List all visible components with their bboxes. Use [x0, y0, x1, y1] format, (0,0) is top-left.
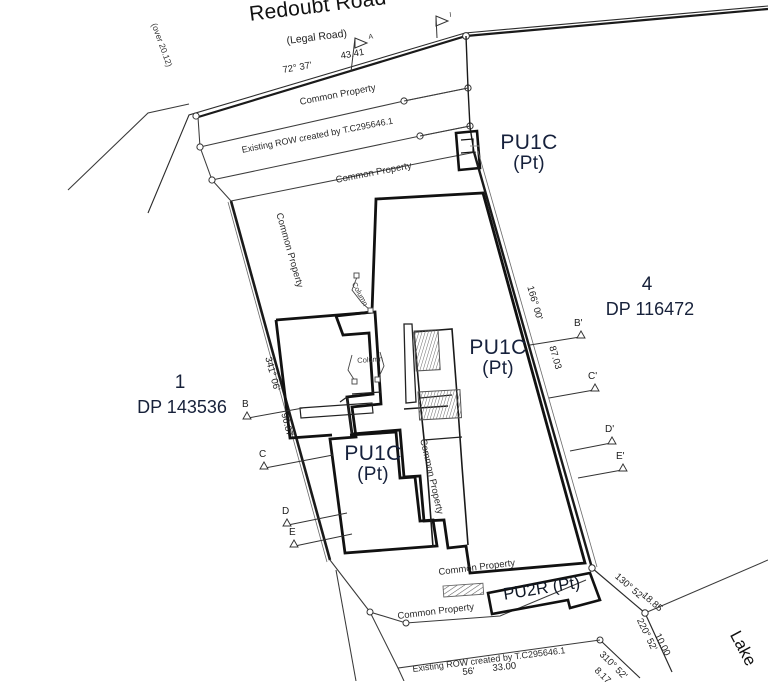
west-wing-room — [299, 402, 374, 419]
pu2r-unit-outline — [486, 571, 602, 616]
parcel-west-number: 1 — [174, 372, 186, 393]
pu1c-west-label: PU1C (Pt) — [338, 442, 408, 486]
parcel-east-plan: DP 116472 — [605, 299, 695, 319]
main-building-outline — [334, 191, 587, 575]
west-wing-outline — [274, 310, 439, 555]
pu1c-road-unit-inner — [460, 138, 474, 154]
parcel-east-number: 4 — [641, 274, 653, 295]
stair-hatch-upper — [413, 329, 441, 372]
pu1c-west-code: PU1C — [344, 442, 402, 465]
offset-mark-east-e: E' — [616, 451, 625, 462]
pu1c-road-label: PU1C (Pt) — [494, 131, 564, 175]
stair-hatch-south — [442, 582, 485, 598]
south-boundary-bearing: 56' — [461, 665, 476, 678]
survey-mark-flag-1 — [435, 15, 450, 39]
north-west-boundary-tail — [67, 103, 190, 191]
east-offset-marks — [529, 336, 623, 479]
offset-mark-west-b: B — [242, 399, 249, 410]
offset-mark-east-c: C' — [588, 371, 598, 382]
pu1c-road-unit-box — [454, 129, 482, 172]
west-offset-triangles — [242, 411, 299, 548]
offset-mark-west-e: E — [289, 527, 296, 538]
offset-mark-east-d: D' — [605, 424, 615, 435]
south-east-boundary — [588, 559, 768, 673]
interior-walls — [339, 323, 463, 441]
road-frontage-line — [147, 5, 768, 214]
column-leader-upper — [351, 272, 374, 314]
offset-mark-west-c: C — [259, 449, 267, 460]
pu1c-west-part: (Pt) — [357, 464, 389, 486]
column-leader-lower — [347, 351, 385, 385]
parcel-west-plan: DP 143536 — [137, 397, 227, 417]
east-road-boundary — [465, 35, 475, 153]
south-nodes — [366, 608, 410, 627]
pu1c-main-part: (Pt) — [482, 358, 514, 380]
pu1c-main-code: PU1C — [469, 336, 527, 359]
pu1c-main-label: PU1C (Pt) — [463, 336, 533, 380]
column-label-lower: Column — [356, 354, 384, 365]
west-boundary-line — [227, 200, 332, 563]
pu1c-road-part: (Pt) — [513, 153, 545, 175]
offset-mark-east-b: B' — [574, 318, 583, 329]
survey-mark-flag-2 — [350, 37, 369, 73]
east-offset-triangles — [576, 330, 628, 472]
west-offset-marks — [247, 407, 353, 547]
survey-mark-2-label: A — [368, 33, 374, 41]
stair-hatch-lower — [417, 389, 463, 421]
offset-mark-west-d: D — [282, 506, 290, 517]
pu1c-road-code: PU1C — [500, 131, 558, 154]
east-boundary-line — [472, 150, 598, 569]
